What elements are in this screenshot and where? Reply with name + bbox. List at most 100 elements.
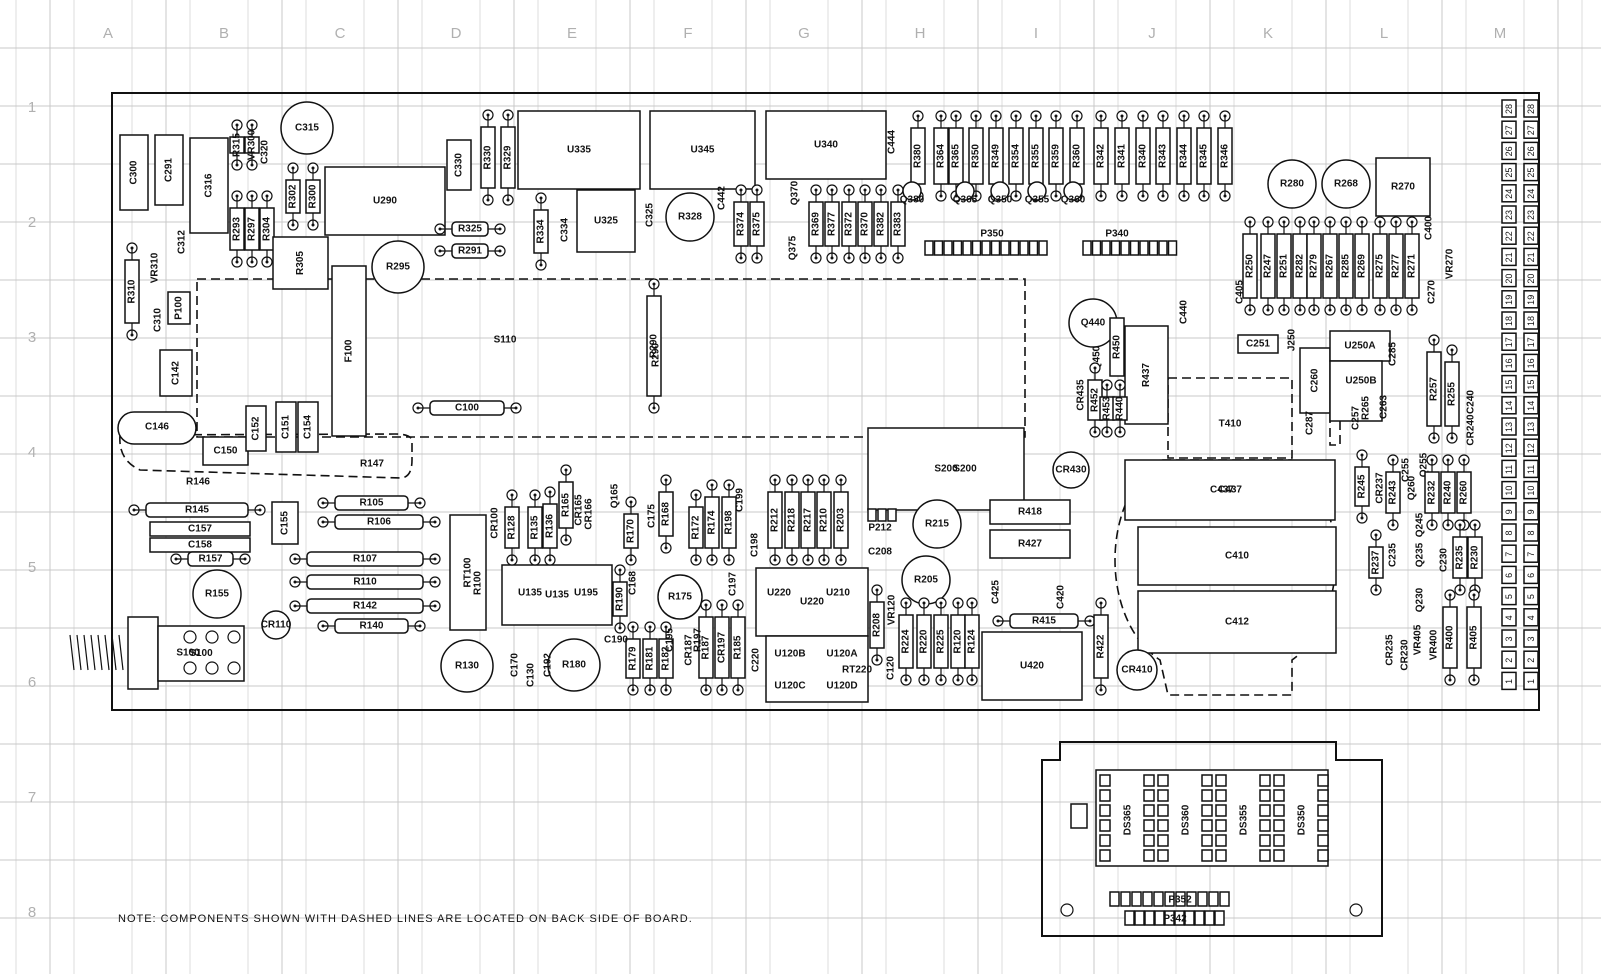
display-board-outline xyxy=(1041,741,1383,937)
resistor-body xyxy=(646,295,662,397)
edge-finger xyxy=(1523,184,1539,203)
switch-pad xyxy=(227,661,241,675)
resistor-body xyxy=(1368,546,1384,579)
round-component xyxy=(547,638,601,692)
component-label: R377 xyxy=(827,212,838,236)
resistor-body xyxy=(623,513,639,549)
component-label: P212 xyxy=(868,523,892,534)
connector-pin xyxy=(1038,240,1048,256)
resistor-body xyxy=(688,506,704,549)
component-label: R110 xyxy=(353,577,377,588)
connector-label: P342 xyxy=(1163,914,1187,925)
resistor-body xyxy=(1426,351,1442,427)
edge-pin-label: 6 xyxy=(1526,573,1536,578)
edge-finger xyxy=(1501,438,1517,457)
connector-pin xyxy=(1139,240,1149,256)
component-label: R182 xyxy=(661,646,672,670)
display-pin xyxy=(1143,849,1155,862)
display-pin xyxy=(1259,804,1271,817)
resistor-body xyxy=(612,581,628,617)
component-label: C198 xyxy=(750,533,761,557)
resistor-body xyxy=(749,201,765,247)
connector-pin xyxy=(1197,891,1208,907)
resistor-body xyxy=(533,209,549,254)
component-label: R453 xyxy=(1102,396,1113,420)
display-pin xyxy=(1259,789,1271,802)
component-label: C287 xyxy=(1305,411,1316,435)
component-label: P340 xyxy=(1105,229,1129,240)
component-label: R230 xyxy=(1470,545,1481,569)
component-label: U120A xyxy=(826,649,857,660)
edge-pin-label: 9 xyxy=(1526,509,1536,514)
component-label: R157 xyxy=(199,554,223,565)
resistor-body xyxy=(145,502,249,518)
component-label: R165 xyxy=(561,493,572,517)
component-label: C315 xyxy=(295,123,319,134)
component-label: S200 xyxy=(934,464,958,475)
edge-pin-label: 2 xyxy=(1526,658,1536,663)
edge-finger xyxy=(1501,650,1517,669)
component-label: R181 xyxy=(645,646,656,670)
component-body xyxy=(989,499,1071,525)
edge-finger xyxy=(1523,544,1539,563)
component-body xyxy=(1124,325,1169,425)
edge-finger xyxy=(1523,523,1539,542)
edge-pin-label: 3 xyxy=(1504,636,1514,641)
connector-pin xyxy=(1000,240,1010,256)
component-label: R180 xyxy=(562,660,586,671)
resistor-body xyxy=(1196,127,1212,185)
edge-finger xyxy=(1501,671,1517,691)
component-label: C437 xyxy=(1218,485,1242,496)
resistor-body xyxy=(1372,233,1388,299)
board-outline xyxy=(111,92,1540,711)
component-label: C270 xyxy=(1427,280,1438,304)
display-pin xyxy=(1099,849,1111,862)
display-pin xyxy=(1157,819,1169,832)
edge-pin-label: 4 xyxy=(1504,615,1514,620)
grid-row-label: 1 xyxy=(28,99,36,116)
display-pin xyxy=(1099,789,1111,802)
component-label: R235 xyxy=(1455,545,1466,569)
component-label: C285 xyxy=(1388,342,1399,366)
edge-pin-label: 25 xyxy=(1526,168,1536,178)
resistor-body xyxy=(1322,233,1338,299)
component-label: R257 xyxy=(1429,377,1440,401)
display-pin xyxy=(1317,834,1329,847)
round-component xyxy=(1267,159,1317,209)
component-label: C316 xyxy=(204,173,215,197)
component-label: R346 xyxy=(1220,144,1231,168)
component-label: U420 xyxy=(1020,661,1044,672)
edge-finger xyxy=(1501,417,1517,436)
component-label: R172 xyxy=(691,515,702,539)
component-label: R247 xyxy=(1263,254,1274,278)
edge-finger xyxy=(1501,502,1517,521)
edge-finger xyxy=(1523,205,1539,224)
grid-column-label: G xyxy=(798,25,810,42)
edge-finger xyxy=(1523,99,1539,118)
component-label: R145 xyxy=(185,505,209,516)
component-body xyxy=(167,291,191,325)
component-label: S200 xyxy=(953,464,977,475)
component-body xyxy=(245,405,267,452)
component-label: C100 xyxy=(455,403,479,414)
component-label: R198 xyxy=(724,510,735,534)
edge-pin-label: 28 xyxy=(1526,104,1536,114)
component-label: R329 xyxy=(503,145,514,169)
resistor-body xyxy=(1385,471,1401,514)
resistor-body xyxy=(1093,127,1109,185)
edge-pin-label: 19 xyxy=(1504,295,1514,305)
edge-finger xyxy=(1501,374,1517,394)
component-label: RT220 xyxy=(842,665,872,676)
resistor-body xyxy=(451,243,489,259)
edge-pin-label: 15 xyxy=(1504,380,1514,390)
display-pin xyxy=(1215,834,1227,847)
display-pin xyxy=(1201,774,1213,787)
component-label: C199 xyxy=(735,488,746,512)
edge-finger xyxy=(1501,99,1517,118)
resistor-body xyxy=(334,618,409,634)
component-label: Q440 xyxy=(1081,318,1106,329)
edge-pin-label: 5 xyxy=(1504,594,1514,599)
component-label: U250B xyxy=(1345,376,1376,387)
